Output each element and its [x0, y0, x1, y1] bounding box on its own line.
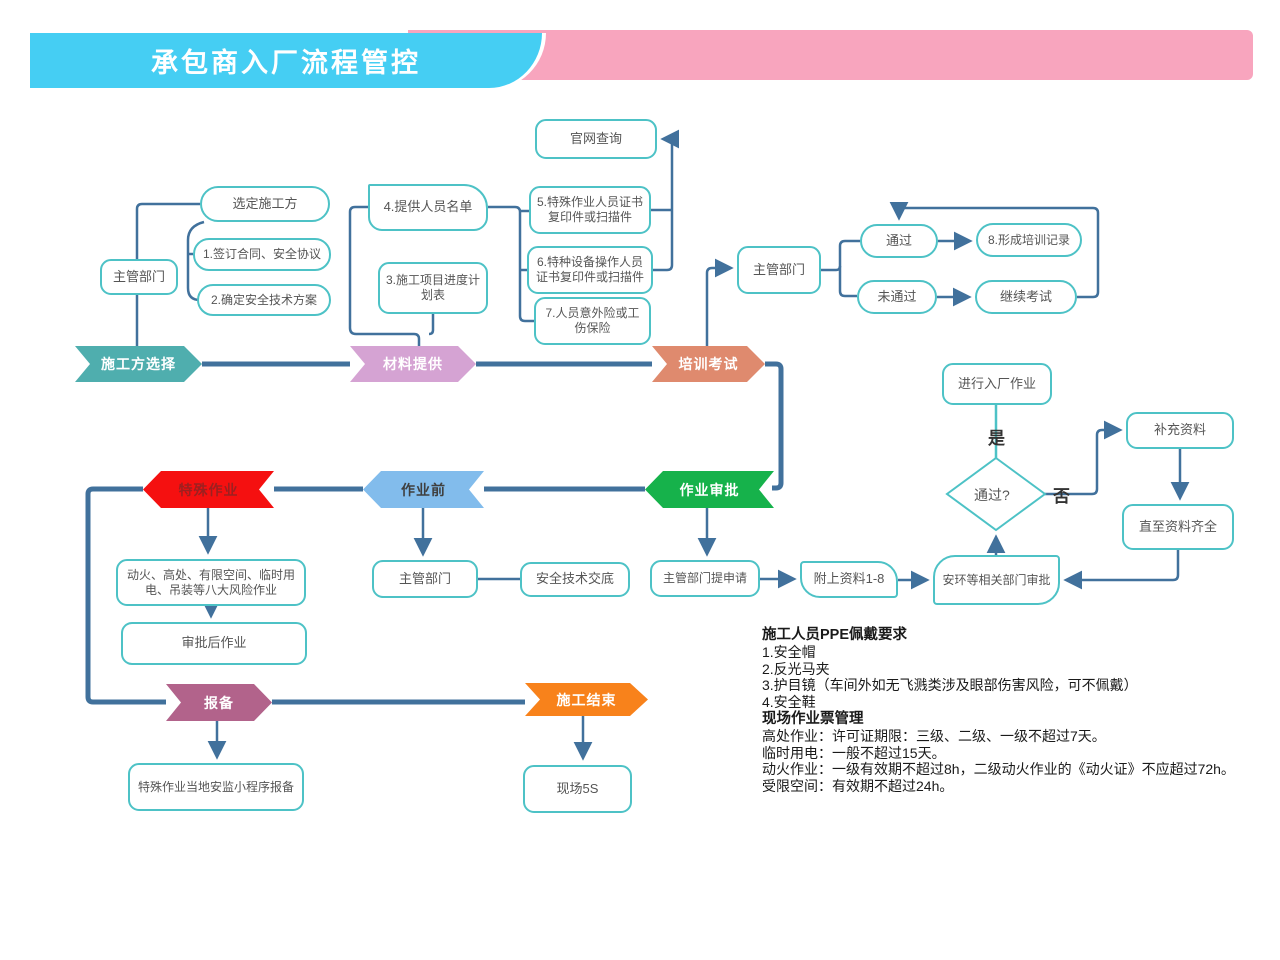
node-ehs-approval: 安环等相关部门审批: [933, 555, 1060, 605]
node-dept-top-left: 主管部门: [100, 259, 178, 295]
phase-select: 施工方选择: [75, 346, 202, 382]
ppe-item: 4.安全鞋: [762, 694, 816, 711]
node-equipment-cert: 6.特种设备操作人员证书复印件或扫描件: [527, 246, 653, 294]
phase-training: 培训考试: [652, 346, 765, 382]
phase-approval: 作业审批: [645, 471, 774, 508]
node-tech-disclosure: 安全技术交底: [520, 562, 630, 597]
node-training-record: 8.形成培训记录: [976, 223, 1082, 257]
phase-special: 特殊作业: [143, 471, 274, 508]
decision-diamond: [945, 456, 1047, 532]
header-banner: 承包商入厂流程管控: [30, 33, 546, 90]
node-entry-work: 进行入厂作业: [942, 363, 1052, 405]
node-insurance: 7.人员意外险或工伤保险: [534, 297, 651, 345]
ticket-item: 受限空间：有效期不超过24h。: [762, 778, 954, 795]
node-complete-docs: 直至资料齐全: [1122, 504, 1234, 550]
ticket-item: 高处作业：许可证期限：三级、二级、一级不超过7天。: [762, 727, 1106, 744]
node-sign-contract: 1.签订合同、安全协议: [193, 238, 331, 271]
page-title: 承包商入厂流程管控: [151, 48, 421, 78]
ticket-title: 现场作业票管理: [762, 710, 864, 727]
node-personnel-list: 4.提供人员名单: [368, 184, 488, 231]
node-attach-docs: 附上资料1-8: [800, 561, 898, 598]
phase-material: 材料提供: [350, 346, 476, 382]
ticket-item: 动火作业：一级有效期不超过8h，二级动火作业的《动火证》不应超过72h。: [762, 761, 1235, 778]
ppe-title: 施工人员PPE佩戴要求: [762, 627, 908, 643]
node-dept-training: 主管部门: [737, 246, 821, 294]
node-dept-apply: 主管部门提申请: [650, 560, 760, 597]
decision-label: 通过?: [974, 487, 1010, 503]
node-site-5s: 现场5S: [523, 765, 632, 813]
ticket-item: 临时用电：一般不超过15天。: [762, 744, 946, 761]
node-pass: 通过: [860, 224, 938, 258]
phase-report: 报备: [166, 684, 272, 721]
header-pink-ribbon: [408, 30, 1253, 80]
ppe-item: 1.安全帽: [762, 643, 816, 660]
node-fail: 未通过: [857, 280, 937, 314]
node-schedule: 3.施工项目进度计划表: [378, 262, 488, 314]
node-local-report: 特殊作业当地安监小程序报备: [128, 763, 304, 811]
node-post-approval: 审批后作业: [121, 622, 307, 665]
label-yes: 是: [988, 429, 1005, 448]
node-supplement: 补充资料: [1126, 412, 1234, 449]
node-select-contractor: 选定施工方: [200, 186, 330, 222]
node-official-site: 官网查询: [535, 119, 657, 159]
phase-finish: 施工结束: [525, 683, 648, 716]
node-risk-work: 动火、高处、有限空间、临时用电、吊装等八大风险作业: [116, 559, 306, 606]
notes-block: 施工人员PPE佩戴要求 1.安全帽 2.反光马夹 3.护目镜（车间外如无飞溅类涉…: [762, 627, 1242, 795]
node-safety-plan: 2.确定安全技术方案: [197, 284, 331, 316]
ppe-item: 3.护目镜（车间外如无飞溅类涉及眼部伤害风险，可不佩戴）: [762, 677, 1138, 694]
ppe-item: 2.反光马夹: [762, 660, 830, 677]
node-continue-exam: 继续考试: [975, 280, 1077, 314]
node-special-cert: 5.特殊作业人员证书复印件或扫描件: [529, 186, 651, 234]
phase-pre-work: 作业前: [363, 471, 484, 508]
node-dept-pre: 主管部门: [372, 560, 478, 598]
label-no: 否: [1053, 487, 1070, 506]
